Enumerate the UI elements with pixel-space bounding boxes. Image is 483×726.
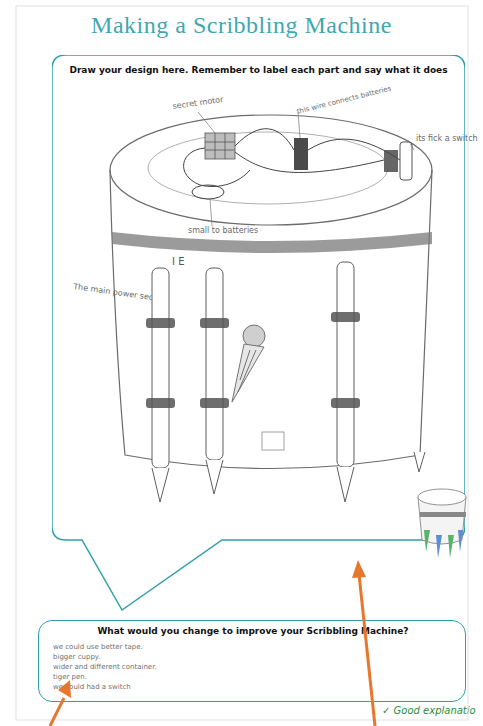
worksheet-title: Making a Scribbling Machine — [0, 12, 483, 39]
container-lid — [148, 132, 388, 204]
container-rim — [110, 115, 432, 225]
part-label: its fick a switch — [416, 134, 478, 143]
bubble-outline — [52, 55, 465, 615]
ice-cream-doodle — [232, 325, 265, 402]
part-label: this wire connects batteries — [296, 85, 392, 116]
part-label: secret motor — [172, 95, 224, 111]
handwritten-answer: we could had a switch — [53, 683, 433, 691]
bubble-outline-path — [52, 55, 465, 610]
motor-symbol — [205, 133, 235, 159]
handwritten-answer: we could use better tape. — [53, 643, 433, 651]
battery-symbol — [294, 138, 308, 170]
prompt-text: What would you change to improve your Sc… — [39, 626, 467, 636]
switch-tape — [384, 150, 398, 172]
switch-symbol — [400, 142, 412, 180]
small-box-doodle — [262, 432, 284, 450]
prompt-text: Draw your design here. Remember to label… — [52, 65, 465, 75]
handwritten-answer: tiger pen. — [53, 673, 433, 681]
part-label: The main power sects — [73, 282, 161, 303]
container-body — [110, 170, 432, 469]
thumbnail-drawing — [418, 489, 466, 558]
part-label: small to batteries — [188, 226, 258, 235]
pen-legs — [152, 262, 425, 502]
handwritten-answer: bigger cuppy. — [53, 653, 433, 661]
handwritten-answer: wider and different container. — [53, 663, 433, 671]
pen-tape — [146, 312, 360, 408]
page-edge — [16, 6, 468, 720]
improvement-box: What would you change to improve your Sc… — [38, 620, 466, 702]
teacher-comment: ✓ Good explanatio — [382, 705, 476, 716]
design-speech-bubble: Draw your design here. Remember to label… — [52, 55, 465, 615]
part-label: I E — [172, 256, 184, 267]
leader-lines — [198, 112, 414, 226]
wires — [184, 129, 400, 199]
tape-band — [112, 232, 432, 253]
annotation-arrows — [50, 560, 375, 726]
